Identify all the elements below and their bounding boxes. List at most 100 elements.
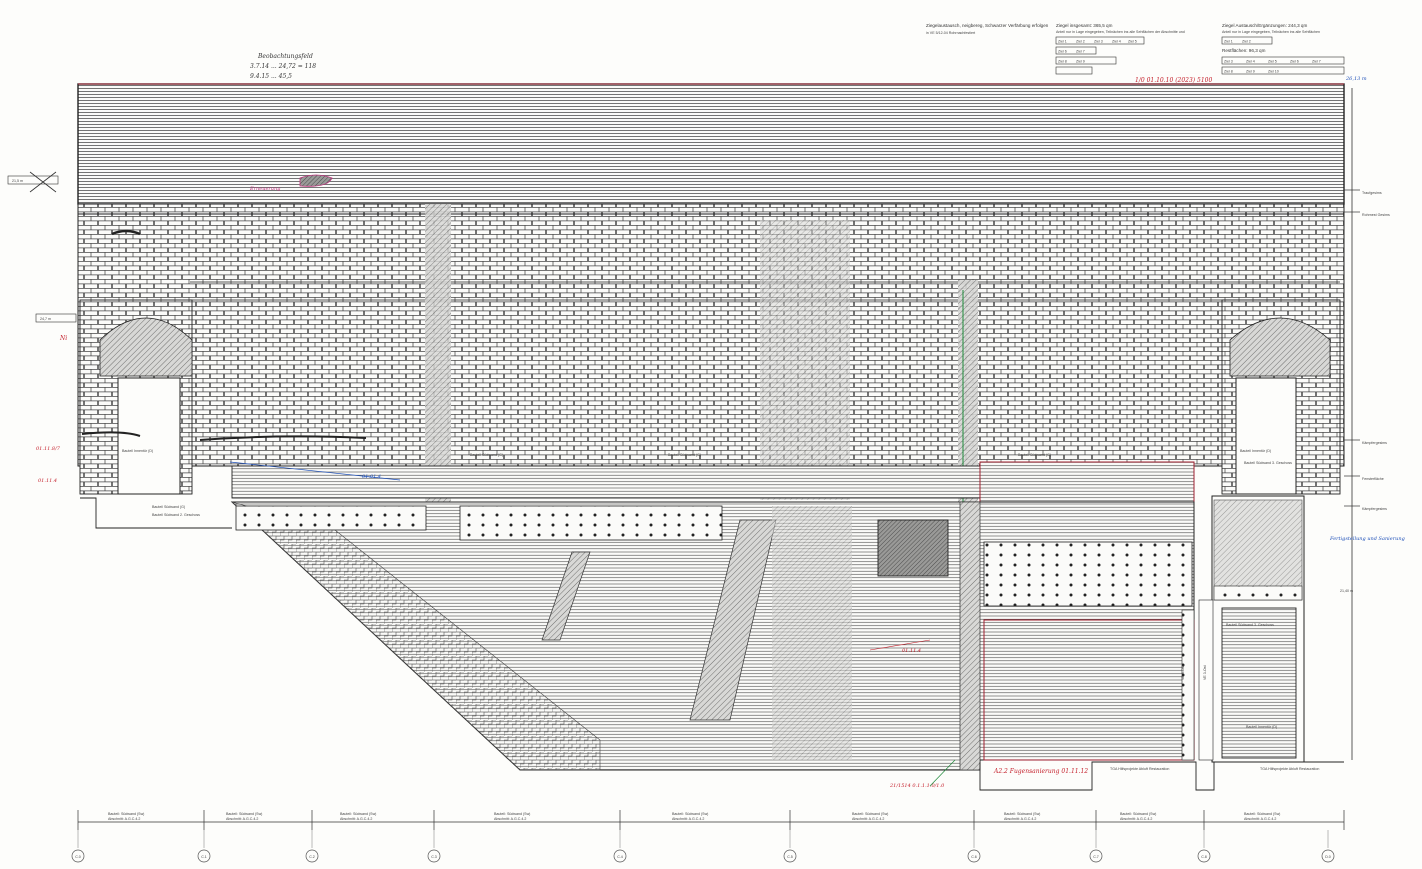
segment-label: Abschnitt: A.G.C.4.2 <box>108 817 140 821</box>
zone-label: VE 3-Ost <box>1203 665 1207 680</box>
title-block-col-1: Ziegelaustausch, neigbereg, Schwarzer Ve… <box>926 23 1049 35</box>
dotted-band <box>459 505 723 541</box>
chip: Ziel 1 <box>1224 40 1233 44</box>
middle-band: Bauteil Südwand (G) Bauteil Südwand (G) … <box>231 453 1195 503</box>
segment-label: Abschnitt: A.G.C.4.2 <box>494 817 526 821</box>
title-block-col-2: Ziegel insgesamt: 365,5 qm Anteil nur in… <box>1055 23 1185 75</box>
upper-brick-wall <box>77 203 1345 510</box>
dotted-band <box>235 505 427 531</box>
title-block-2-subtitle: Anteil nur in Lage eingegeben, Teilnäche… <box>1056 30 1185 34</box>
axis-label: C.3 <box>431 855 437 859</box>
zone-label: Bauteil Innentür (D) <box>1240 449 1271 453</box>
elevation-scale: Traufgesims Rohrnest Gesims Kämpfergesim… <box>1340 76 1390 760</box>
segment-label: Abschnitt: A.G.C.4.2 <box>1120 817 1152 821</box>
red-annotation: A2.2 Fugensanierung 01.11.12 <box>993 768 1088 775</box>
zone-label: Bauteil Südwand (G) <box>668 453 701 457</box>
chip: Ziel 9 <box>1076 60 1085 64</box>
segment-label: Bauteil: Südwand (Sw) <box>852 812 888 816</box>
axis-label: C.2 <box>309 855 315 859</box>
zone-label: Bauteil Südwand 2. Geschoss <box>152 513 200 517</box>
chip: Ziel 6 <box>1290 60 1299 64</box>
chip: Ziel 2 <box>1076 40 1085 44</box>
door-panel <box>1221 607 1297 759</box>
axis-label: C.8 <box>1201 855 1207 859</box>
red-annotation: 01.11.4 <box>38 478 57 484</box>
handwritten-note: 9.4.15 ... 45,5 <box>250 73 292 80</box>
chip: Ziel 5 <box>1128 40 1137 44</box>
level-marker: 26,13 m <box>1345 76 1367 82</box>
repair-zone <box>772 506 852 760</box>
zone-label: Bauteil Innentür (D) <box>1246 725 1277 729</box>
red-annotation: 21/1514 0.1.1.1.0/1.0 <box>889 783 945 789</box>
segment-label: Bauteil: Südwand (Sw) <box>340 812 376 816</box>
window-opening <box>1235 377 1297 495</box>
legend-label: Kämpfergesims <box>1362 507 1387 511</box>
left-window: Bauteil Innentür (D) <box>79 299 193 495</box>
repair-zone <box>760 220 850 500</box>
segment-label: Bauteil: Südwand (Sw) <box>672 812 708 816</box>
red-annotation: Ni <box>59 335 67 342</box>
zone-label: Bauteil Südwand (G) <box>152 505 185 509</box>
title-block: Ziegelaustausch, neigbereg, Schwarzer Ve… <box>926 23 1345 75</box>
segment-label: Abschnitt: A.G.C.4.2 <box>340 817 372 821</box>
segment-label: Abschnitt: A.G.C.4.2 <box>1004 817 1036 821</box>
level-marker: 21,5 m <box>12 179 23 183</box>
title-block-1-subtitle: in VE 5/12-04 Rohrnachfestiert <box>926 31 975 35</box>
axis-label: C.5 <box>787 855 793 859</box>
zone-label: VE 3-Ost <box>1181 665 1185 680</box>
legend-label: Traufgesims <box>1362 191 1382 195</box>
chip: Ziel 1 <box>1058 40 1067 44</box>
axis-label: C.0 <box>75 855 81 859</box>
zone-label: Bauteil Südwand 3. Geschoss <box>1226 623 1274 627</box>
zone-label: Bauteil Südwand (G) <box>1018 453 1051 457</box>
chip: Ziel 7 <box>1076 50 1085 54</box>
title-block-3-subtitle2: Restflächen: 96,3 qm <box>1222 48 1266 53</box>
magenta-annotation: Erneuerung <box>249 186 280 192</box>
segment-label: Abschnitt: A.G.C.4.2 <box>672 817 704 821</box>
axis-bubbles: C.0 C.1 C.2 C.3 C.4 C.5 C.6 C.7 C.8 <box>71 830 1335 863</box>
segment-label: Bauteil: Südwand (Sw) <box>1120 812 1156 816</box>
chip: Ziel 6 <box>1058 50 1067 54</box>
handwritten-red-top: 1/0 01.10.10 (2023) 5100 <box>1135 77 1213 84</box>
zone-label: TGA Hilfsprojekte Abluft Restauration <box>1110 767 1169 771</box>
chip: Ziel 3 <box>1094 40 1103 44</box>
right-window: Bauteil Innentür (D) <box>1221 299 1341 495</box>
crack-repair <box>689 519 777 721</box>
handwritten-note: 3.7.14 ... 24,72 = 118 <box>250 63 316 70</box>
title-block-2-chip-row: Ziel 1 Ziel 2 Ziel 3 Ziel 4 Ziel 5 Ziel … <box>1055 36 1145 75</box>
chip: Ziel 8 <box>1058 60 1067 64</box>
window-opening <box>117 377 181 495</box>
segment-label: Bauteil: Südwand (Sw) <box>226 812 262 816</box>
axis-label: D.0 <box>1325 855 1331 859</box>
blue-annotation: Fertigstellung und Sanierung <box>1329 536 1405 542</box>
bottom-axis: Bauteil: Südwand (Sw) Abschnitt: A.G.C.4… <box>71 810 1345 863</box>
handwritten-note: Beobachtungsfeld <box>257 53 313 60</box>
pilaster-strip <box>959 501 981 771</box>
segment-label: Bauteil: Südwand (Sw) <box>108 812 144 816</box>
chip: Ziel 4 <box>1112 40 1121 44</box>
segment-label: Abschnitt: A.G.C.4.2 <box>852 817 884 821</box>
roof-damage-spot <box>299 174 333 187</box>
handwritten-notes-top: Beobachtungsfeld 3.7.14 ... 24,72 = 118 … <box>250 53 316 80</box>
dotted-edge <box>1181 609 1195 761</box>
crack-repair <box>541 551 591 641</box>
red-annotation: 01.11.4 <box>902 648 921 654</box>
segment-label: Bauteil: Südwand (Sw) <box>1004 812 1040 816</box>
annotations: Ni 01.11.8/7 01.11.4 01.11.4 A2.2 Fugens… <box>36 186 1405 789</box>
segment-label: Bauteil: Südwand (Sw) <box>1244 812 1280 816</box>
pilaster-strip <box>425 204 451 504</box>
zone-label: TGA Hilfsprojekte Abluft Restauration <box>1260 767 1319 771</box>
chip: Ziel 9 <box>1246 70 1255 74</box>
segment-label: Abschnitt: A.G.C.4.2 <box>1244 817 1276 821</box>
panel-hatched <box>877 519 949 577</box>
dotted-band <box>983 541 1193 607</box>
chip: Ziel 3 <box>1224 60 1233 64</box>
chip: Ziel 10 <box>1268 70 1279 74</box>
chip: Ziel 2 <box>1242 40 1251 44</box>
roof-band <box>77 83 1345 205</box>
axis-label: C.1 <box>201 855 207 859</box>
axis-label: C.6 <box>971 855 977 859</box>
chip: Ziel 7 <box>1312 60 1321 64</box>
segment-label: Abschnitt: A.G.C.4.2 <box>226 817 258 821</box>
